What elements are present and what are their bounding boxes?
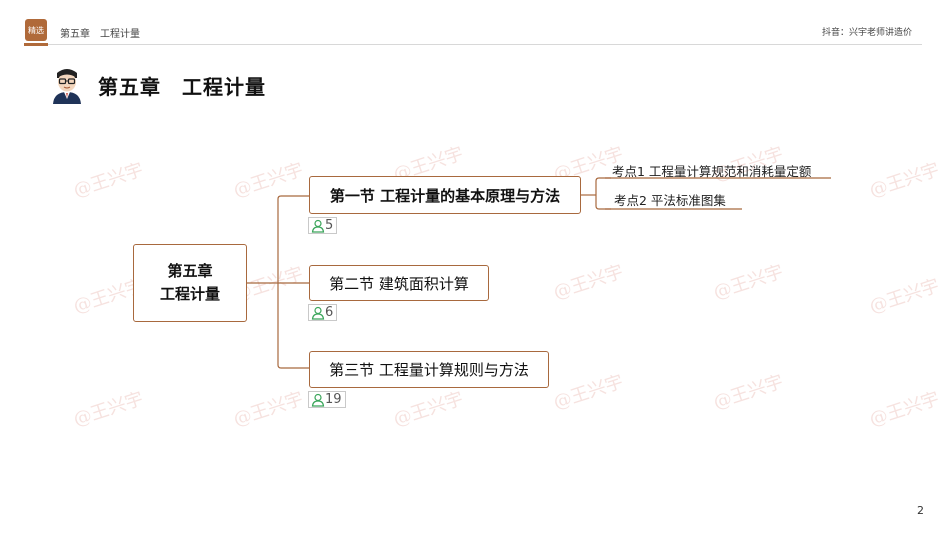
top-bar: 精选 第五章 工程计量 抖音：兴宇老师讲造价	[0, 0, 950, 46]
page-title: 第五章 工程计量	[98, 74, 266, 99]
section-3-count: 19	[325, 392, 342, 407]
root-node[interactable]: 第五章 工程计量	[133, 244, 247, 322]
sections-spine	[277, 195, 309, 369]
header-divider	[24, 44, 922, 45]
user-icon	[311, 219, 325, 233]
root-label-line2: 工程计量	[159, 285, 220, 303]
root-label-line1: 第五章	[167, 262, 213, 280]
section-1-count: 5	[325, 218, 334, 233]
key-point-1[interactable]: 考点1 工程量计算规范和消耗量定额	[612, 164, 812, 179]
teacher-avatar-icon	[53, 69, 81, 104]
keypoints-bracket	[595, 177, 611, 210]
title-row: 第五章 工程计量	[52, 66, 266, 104]
section-2-node[interactable]: 第二节 建筑面积计算	[309, 265, 489, 301]
user-icon	[311, 393, 325, 407]
section-1-node[interactable]: 第一节 工程计量的基本原理与方法	[309, 176, 581, 214]
featured-badge: 精选	[25, 19, 47, 41]
key-point-2[interactable]: 考点2 平法标准图集	[614, 193, 726, 208]
page-number: 2	[917, 504, 924, 517]
breadcrumb: 第五章 工程计量	[60, 29, 140, 40]
author-credit: 抖音：兴宇老师讲造价	[821, 28, 912, 38]
section-2-counter: 6	[308, 304, 338, 321]
section-1-counter: 5	[308, 217, 338, 234]
user-icon	[311, 306, 325, 320]
section-3-node[interactable]: 第三节 工程量计算规则与方法	[309, 351, 549, 388]
section-2-count: 6	[325, 305, 334, 320]
header-accent	[24, 43, 48, 46]
section-3-counter: 19	[308, 391, 346, 408]
